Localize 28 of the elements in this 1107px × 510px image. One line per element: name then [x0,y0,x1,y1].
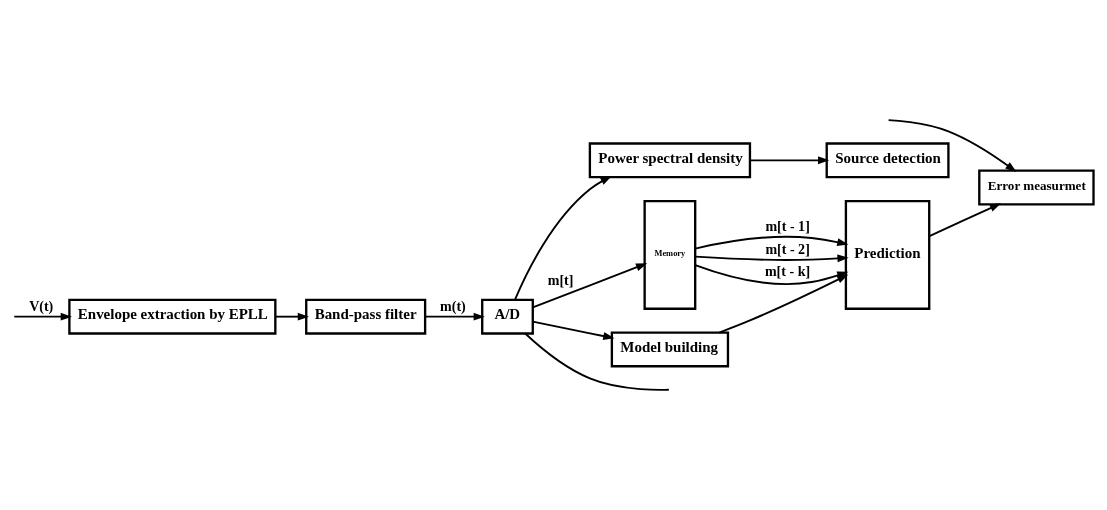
arrow [531,263,648,309]
arrow [531,320,615,340]
node-box: Memory [643,199,697,310]
arrow [718,274,849,334]
arrow [274,312,310,321]
edge-label: m[t - 1] [765,218,810,235]
connector [524,332,670,391]
arrow [514,176,612,301]
node-box: Band-pass filter [305,298,427,335]
edge-label: m[t] [547,271,574,288]
arrow [694,235,849,250]
arrow [424,312,485,321]
node-box: Prediction [844,199,931,310]
arrow [749,156,830,165]
node-box: A/D [481,298,534,335]
edge-label: m(t) [440,298,466,315]
edge-label: m[t - 2] [765,240,810,257]
arrow [928,203,1002,238]
arrow [13,312,72,321]
arrow [887,119,1017,173]
arrow [694,254,849,263]
node-box: Error measurmet [978,169,1095,206]
node-box: Envelope extraction by EPLL [68,298,277,335]
node-box: Source detection [825,142,950,179]
node-box: Power spectral density [588,142,752,179]
node-box: Model building [610,331,730,368]
edge-label: m[t - k] [764,263,811,280]
edge-label: V(t) [29,298,54,315]
